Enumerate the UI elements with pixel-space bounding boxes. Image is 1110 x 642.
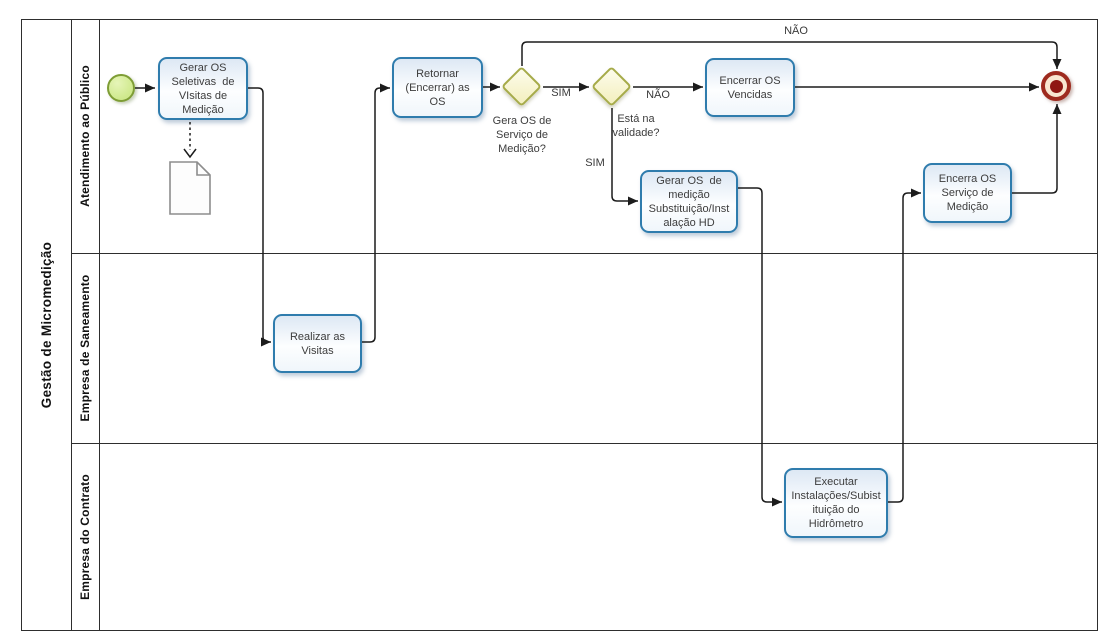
- flow-label-nao-top: NÃO: [784, 25, 808, 37]
- flow-label-sim-gateway1: SIM: [551, 87, 571, 99]
- document-shape: [169, 161, 211, 215]
- task-realizar-visitas[interactable]: Realizar as Visitas: [273, 314, 362, 373]
- gateway-gera-os-servico-label: Gera OS de Serviço de Medição?: [492, 115, 552, 155]
- flow-label-sim-gateway2: SIM: [585, 157, 605, 169]
- lane-divider-1: [71, 253, 1098, 254]
- task-executar-instalacoes[interactable]: Executar Instalações/Subist ituição do H…: [784, 468, 888, 538]
- lane-label-contrato: Empresa do Contrato: [78, 474, 92, 600]
- lane-divider-2: [71, 443, 1098, 444]
- pool-title-divider: [71, 19, 72, 631]
- task-encerra-os-servico[interactable]: Encerra OS Serviço de Medição: [923, 163, 1012, 223]
- document-fold-corner: [196, 162, 210, 176]
- task-retornar-encerrar-os[interactable]: Retornar (Encerrar) as OS: [392, 57, 483, 118]
- lane-label-atendimento: Atendimento ao Público: [78, 65, 92, 207]
- gateway-esta-na-validade-label: Está na validade?: [612, 113, 660, 139]
- lane-label-divider: [99, 19, 100, 631]
- task-gerar-os-medicao[interactable]: Gerar OS de medição Substituição/Inst al…: [640, 170, 738, 233]
- pool-title: Gestão de Micromedição: [38, 241, 54, 409]
- lane-label-saneamento: Empresa de Saneamento: [78, 274, 92, 422]
- end-event[interactable]: [1041, 71, 1071, 101]
- pool-border: [21, 19, 1098, 631]
- document-data-object[interactable]: [168, 160, 212, 216]
- flow-label-nao-gateway2: NÃO: [646, 89, 670, 101]
- task-encerrar-os-vencidas[interactable]: Encerrar OS Vencidas: [705, 58, 795, 117]
- start-event[interactable]: [107, 74, 135, 102]
- task-gerar-os-seletivas[interactable]: Gerar OS Seletivas de VIsitas de Medição: [158, 57, 248, 120]
